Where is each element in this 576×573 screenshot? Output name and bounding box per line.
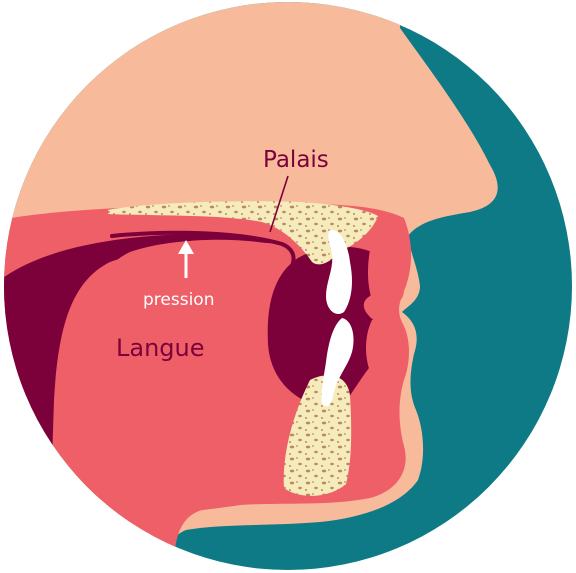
pression-label: pression (143, 290, 214, 310)
palais-label: Palais (263, 147, 329, 173)
langue-label: Langue (116, 334, 205, 362)
